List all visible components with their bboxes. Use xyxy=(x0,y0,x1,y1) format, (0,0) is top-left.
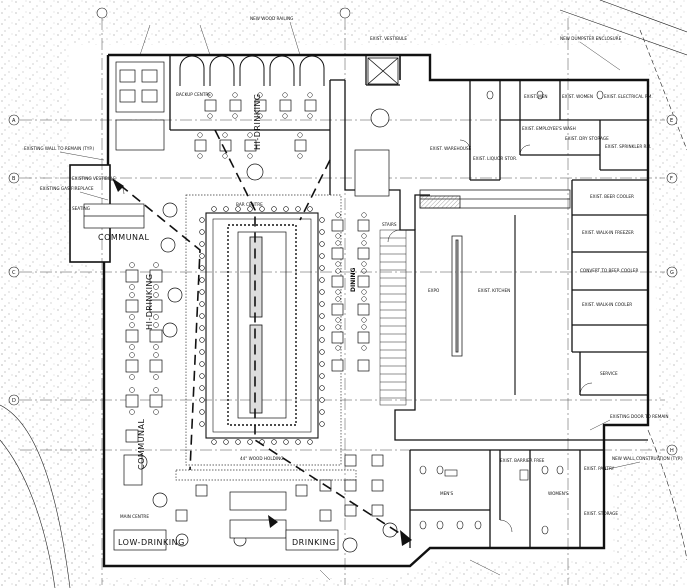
grid-bubbles xyxy=(8,7,678,456)
washroom-fixtures xyxy=(419,90,604,535)
railings xyxy=(175,194,357,481)
zone-label-hi-drinking-upper: HI-DRINKING xyxy=(253,93,262,150)
room-label-electrical: EXIST. ELECTRICAL RM. xyxy=(604,94,653,99)
zone-label-bar-centre: BAR CENTRE xyxy=(236,202,263,207)
zone-label-low-drinking: LOW-DRINKING xyxy=(118,538,185,547)
grid-labels: A B C D E F G H xyxy=(12,118,674,454)
central-bar xyxy=(205,212,319,439)
zone-label-communal-lower: COMMUNAL xyxy=(137,419,146,471)
grid-label: A xyxy=(12,118,16,124)
grid-label: G xyxy=(670,270,674,276)
zone-label-communal-upper: COMMUNAL xyxy=(98,233,150,242)
grid-label: B xyxy=(12,176,16,182)
room-label-dry-storage: EXIST. DRY STORAGE xyxy=(565,136,609,141)
grid-label: E xyxy=(670,118,673,124)
grid-label: F xyxy=(670,176,673,182)
room-label-mens: MEN'S xyxy=(440,491,454,496)
room-label-bar-wood: 44" WOOD HOLDING xyxy=(240,456,284,461)
note-fireplace: EXISTING GAS FIREPLACE xyxy=(40,186,94,191)
interior-walls xyxy=(169,55,648,548)
note-existing-wall: EXISTING WALL TO REMAIN (TYP.) xyxy=(24,146,95,151)
room-label-sprinkler: EXIST. SPRINKLER RM. xyxy=(605,144,651,149)
bar-stools xyxy=(199,206,325,445)
table-chairs xyxy=(129,92,367,415)
kitchen-equipment xyxy=(419,189,571,395)
room-label-women: EXIST. WOMEN xyxy=(562,94,593,99)
lounge-furniture xyxy=(83,61,339,551)
grid-label: H xyxy=(670,448,674,454)
grid-label: D xyxy=(12,398,16,404)
room-labels: EXIST. WAREHOUSE EXIST. LIQUOR STOR. EXI… xyxy=(72,36,653,519)
zone-label-drinking: DRINKING xyxy=(292,538,336,547)
arched-booths xyxy=(179,55,325,86)
note-dumpster: NEW DUMPSTER ENCLOSURE xyxy=(560,36,622,41)
room-label-walk-in-cooler: EXIST. WALK-IN COOLER xyxy=(582,302,632,307)
room-label-convert-beer-cooler: CONVERT TO BEER COOLER xyxy=(580,268,638,273)
room-label-pantry: EXIST. PANTRY xyxy=(584,466,615,471)
room-label-warehouse: EXIST. WAREHOUSE xyxy=(430,146,472,151)
note-stairs: STAIRS xyxy=(382,222,397,227)
note-railing: NEW WOOD RAILING xyxy=(250,16,293,21)
note-seating: SEATING xyxy=(72,206,90,211)
room-label-backup-centre: BACKUP CENTRE xyxy=(176,92,211,97)
room-label-vestibule-left: EXISTING VESTIBULE xyxy=(72,176,116,181)
grid-label: C xyxy=(12,270,16,276)
vestibule-top xyxy=(367,57,399,85)
room-label-vestibule-top: EXIST. VESTIBULE xyxy=(370,36,407,41)
door-swings xyxy=(109,139,593,533)
room-label-beer-cooler: EXIST. BEER COOLER xyxy=(590,194,634,199)
room-label-barrier-free: EXIST. BARRIER FREE xyxy=(500,458,545,463)
room-label-kitchen: EXIST. KITCHEN xyxy=(478,288,510,293)
egress-paths xyxy=(119,129,411,541)
room-label-main-centre: MAIN CENTRE xyxy=(120,514,149,519)
leader-lines xyxy=(59,21,641,581)
room-label-womens: WOMEN'S xyxy=(548,491,569,496)
room-label-liquor: EXIST. LIQUOR STOR. xyxy=(473,156,517,161)
note-new-wall: NEW WALL CONSTRUCTION (TYP.) xyxy=(612,456,683,461)
zone-label-hi-drinking: HI-DRINKING xyxy=(145,273,154,330)
room-label-walk-in-freezer: EXIST. WALK-IN FREEZER xyxy=(582,230,634,235)
note-existing-door: EXISTING DOOR TO REMAIN xyxy=(610,414,669,419)
room-label-employees-wash: EXIST. EMPLOYEE'S WASH xyxy=(522,126,576,131)
room-label-service: SERVICE xyxy=(600,371,618,376)
room-label-expo: EXPO xyxy=(428,288,440,293)
zone-label-dining: DINING xyxy=(350,268,357,292)
annotation-notes: EXISTING GAS FIREPLACE SEATING EXISTING … xyxy=(24,16,683,461)
room-label-men: EXIST. MEN xyxy=(524,94,548,99)
egress-arrows xyxy=(112,178,412,546)
zone-labels: COMMUNAL HI-DRINKING COMMUNAL LOW-DRINKI… xyxy=(98,93,357,547)
stairs xyxy=(379,229,407,406)
room-label-storage: EXIST. STORAGE xyxy=(584,511,618,516)
